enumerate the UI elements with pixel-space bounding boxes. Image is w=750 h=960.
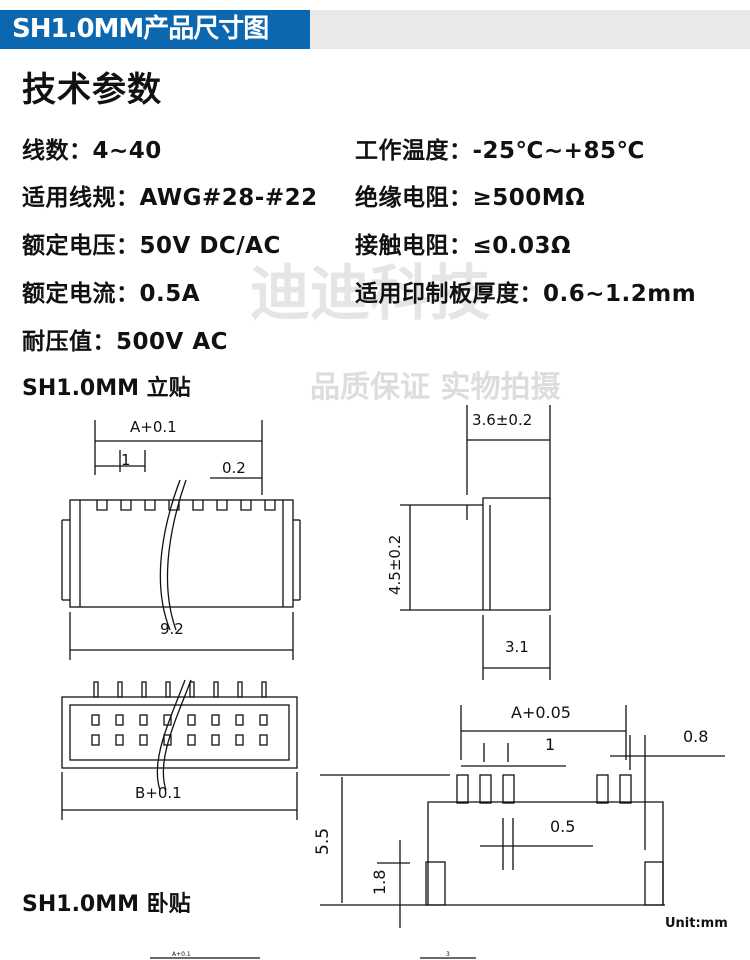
contact bbox=[115, 714, 124, 726]
pin bbox=[93, 681, 99, 698]
pin bbox=[141, 681, 147, 698]
header-bar-background bbox=[310, 10, 750, 49]
top-view-drawing: B+0.1 bbox=[61, 679, 298, 820]
front-detail-drawing: A+0.05 1 0.8 5.5 0.5 1.8 Unit:mm bbox=[313, 703, 728, 931]
dim-depth: 3.6±0.2 bbox=[472, 411, 532, 429]
front-view-drawing: A+0.1 1 0.2 9.2 bbox=[61, 418, 301, 660]
contact bbox=[139, 714, 148, 726]
watermark-slogan: 品质保证 实物拍摄 bbox=[310, 370, 561, 405]
contact bbox=[187, 734, 196, 746]
contact bbox=[91, 714, 100, 726]
contact bbox=[235, 734, 244, 746]
contact bbox=[139, 734, 148, 746]
dim-a3: A+0.1 bbox=[172, 951, 191, 958]
dim-foot: 1.8 bbox=[370, 870, 389, 895]
spec-wire-gauge: 适用线规：AWG#28-#22 bbox=[22, 185, 318, 211]
pin bbox=[261, 681, 267, 698]
spec-rated-voltage: 额定电压：50V DC/AC bbox=[22, 233, 281, 259]
contact bbox=[235, 714, 244, 726]
dim-pin-width: 0.2 bbox=[222, 459, 246, 477]
pin bbox=[144, 500, 156, 511]
contact bbox=[259, 714, 268, 726]
pin bbox=[165, 681, 171, 698]
pin bbox=[264, 500, 276, 511]
dim-side3: 3 bbox=[446, 951, 450, 958]
pin bbox=[596, 774, 609, 804]
pin bbox=[240, 500, 252, 511]
contact bbox=[115, 734, 124, 746]
spec-rated-current: 额定电流：0.5A bbox=[22, 281, 201, 307]
pin bbox=[619, 774, 632, 804]
pin bbox=[213, 681, 219, 698]
dim-width: 9.2 bbox=[160, 620, 184, 638]
pin bbox=[237, 681, 243, 698]
dim-edge: 0.8 bbox=[683, 727, 708, 746]
pin bbox=[192, 500, 204, 511]
unit-label: Unit:mm bbox=[665, 916, 728, 931]
pin bbox=[117, 681, 123, 698]
pin bbox=[456, 774, 469, 804]
dim-a: A+0.1 bbox=[130, 418, 177, 436]
watermark-brand: 迪迪科技 bbox=[250, 259, 490, 329]
smt-label: SH1.0MM 立贴 bbox=[22, 376, 191, 401]
spec-contact-resistance: 接触电阻：≤0.03Ω bbox=[355, 233, 572, 259]
spec-operating-temp: 工作温度：-25℃~+85℃ bbox=[355, 138, 645, 164]
pin bbox=[120, 500, 132, 511]
pin bbox=[216, 500, 228, 511]
pin bbox=[189, 681, 195, 698]
dim-b: B+0.1 bbox=[135, 784, 182, 802]
dim-total-height: 5.5 bbox=[313, 828, 333, 855]
horizontal-label: SH1.0MM 卧贴 bbox=[22, 892, 191, 917]
header-title: SH1.0MM产品尺寸图 bbox=[0, 10, 310, 49]
spec-pcb-thickness: 适用印制板厚度：0.6~1.2mm bbox=[355, 281, 697, 307]
contact bbox=[211, 734, 220, 746]
dim-side: 3.1 bbox=[505, 638, 529, 656]
contact bbox=[187, 714, 196, 726]
spec-withstand-voltage: 耐压值：500V AC bbox=[22, 329, 228, 355]
side-view-drawing: 3.6±0.2 4.5±0.2 3.1 bbox=[386, 405, 551, 680]
pin bbox=[96, 500, 108, 511]
dim-pin-width2: 0.5 bbox=[550, 817, 575, 836]
pin bbox=[502, 774, 515, 804]
dim-a2: A+0.05 bbox=[511, 703, 571, 722]
spec-wire-count: 线数：4~40 bbox=[22, 138, 162, 164]
section-title: 技术参数 bbox=[22, 70, 162, 110]
dim-height: 4.5±0.2 bbox=[386, 535, 404, 595]
pin bbox=[168, 500, 180, 511]
spec-insulation-resistance: 绝缘电阻：≥500MΩ bbox=[355, 185, 586, 211]
contact bbox=[211, 714, 220, 726]
contact bbox=[259, 734, 268, 746]
horizontal-drawing: A+0.1 3 bbox=[150, 951, 476, 959]
pin bbox=[479, 774, 492, 804]
dim-pitch2: 1 bbox=[545, 735, 555, 754]
dim-pitch: 1 bbox=[121, 451, 131, 469]
contact bbox=[91, 734, 100, 746]
